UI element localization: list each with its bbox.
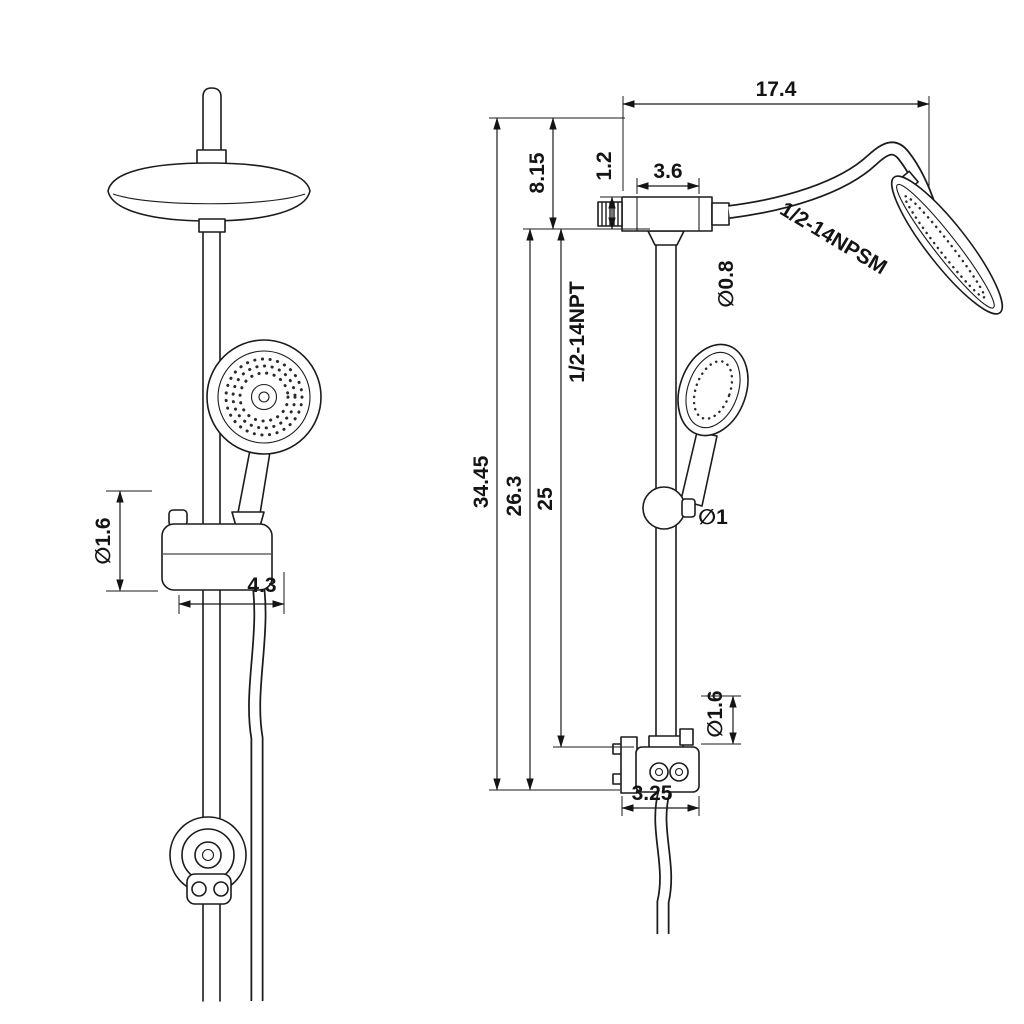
dim-bracket-width: 3.25 <box>621 782 700 816</box>
dim-holder-width: 4.3 <box>178 572 285 614</box>
dim-connector-width: 3.6 <box>636 160 700 194</box>
dim-label-mount-diameter: ∅1.6 <box>704 690 727 737</box>
dim-label-arm-rise: 8.15 <box>526 152 549 193</box>
slider-holder <box>161 523 273 591</box>
bottom-bracket <box>612 728 700 794</box>
dim-label-connector-width: 3.6 <box>653 160 682 183</box>
front-view: ∅1.6 4.3 <box>92 87 322 1002</box>
bar-cone <box>647 230 685 246</box>
slider-knob <box>681 498 696 518</box>
dim-arm-rise: 8.15 <box>526 117 557 230</box>
label-arm-diameter: ∅0.8 <box>715 260 738 307</box>
dim-mount-diameter: ∅1.6 <box>701 690 741 745</box>
arm-nut <box>711 202 730 226</box>
slider-ring <box>642 486 696 530</box>
dim-label-overall-height: 34.45 <box>470 455 493 508</box>
label-inlet-thread: 1/2-14NPT <box>566 281 589 383</box>
dim-label-holder-diameter: ∅1.6 <box>92 517 115 564</box>
dim-overall-height: 34.45 <box>470 117 501 791</box>
dim-label-bar-length: 25 <box>534 487 557 511</box>
hose-side <box>654 790 673 934</box>
dim-label-holder-width: 4.3 <box>247 574 276 597</box>
dim-label-bracket-width: 3.25 <box>632 782 673 805</box>
dim-top-offset: 1.2 <box>593 151 623 230</box>
overhead-shower-side <box>890 175 1004 315</box>
dim-bar-length: 25 <box>534 228 565 748</box>
label-bar-diameter: ∅1 <box>698 506 728 529</box>
hand-shower-face <box>206 339 322 455</box>
hand-shower-front <box>161 339 322 591</box>
inlet-tee <box>597 196 730 232</box>
shower-hub <box>198 218 226 233</box>
side-view: 17.4 8.15 1.2 3.6 1/2-14NPSM ∅0.8 1/2-14… <box>470 78 1004 934</box>
dim-holder-diameter: ∅1.6 <box>92 490 158 592</box>
dim-label-arm-reach: 17.4 <box>756 78 797 101</box>
hand-shower-hose-front <box>248 568 267 1001</box>
dim-arm-reach: 17.4 <box>622 78 930 191</box>
diverter-valve <box>169 816 247 905</box>
overhead-shower-front <box>107 162 311 233</box>
mount-knob <box>679 728 694 746</box>
dim-column-height: 26.3 <box>503 228 534 791</box>
dim-label-top-offset: 1.2 <box>593 151 616 180</box>
dim-label-column-height: 26.3 <box>503 476 526 517</box>
hand-shower-side <box>677 343 749 507</box>
